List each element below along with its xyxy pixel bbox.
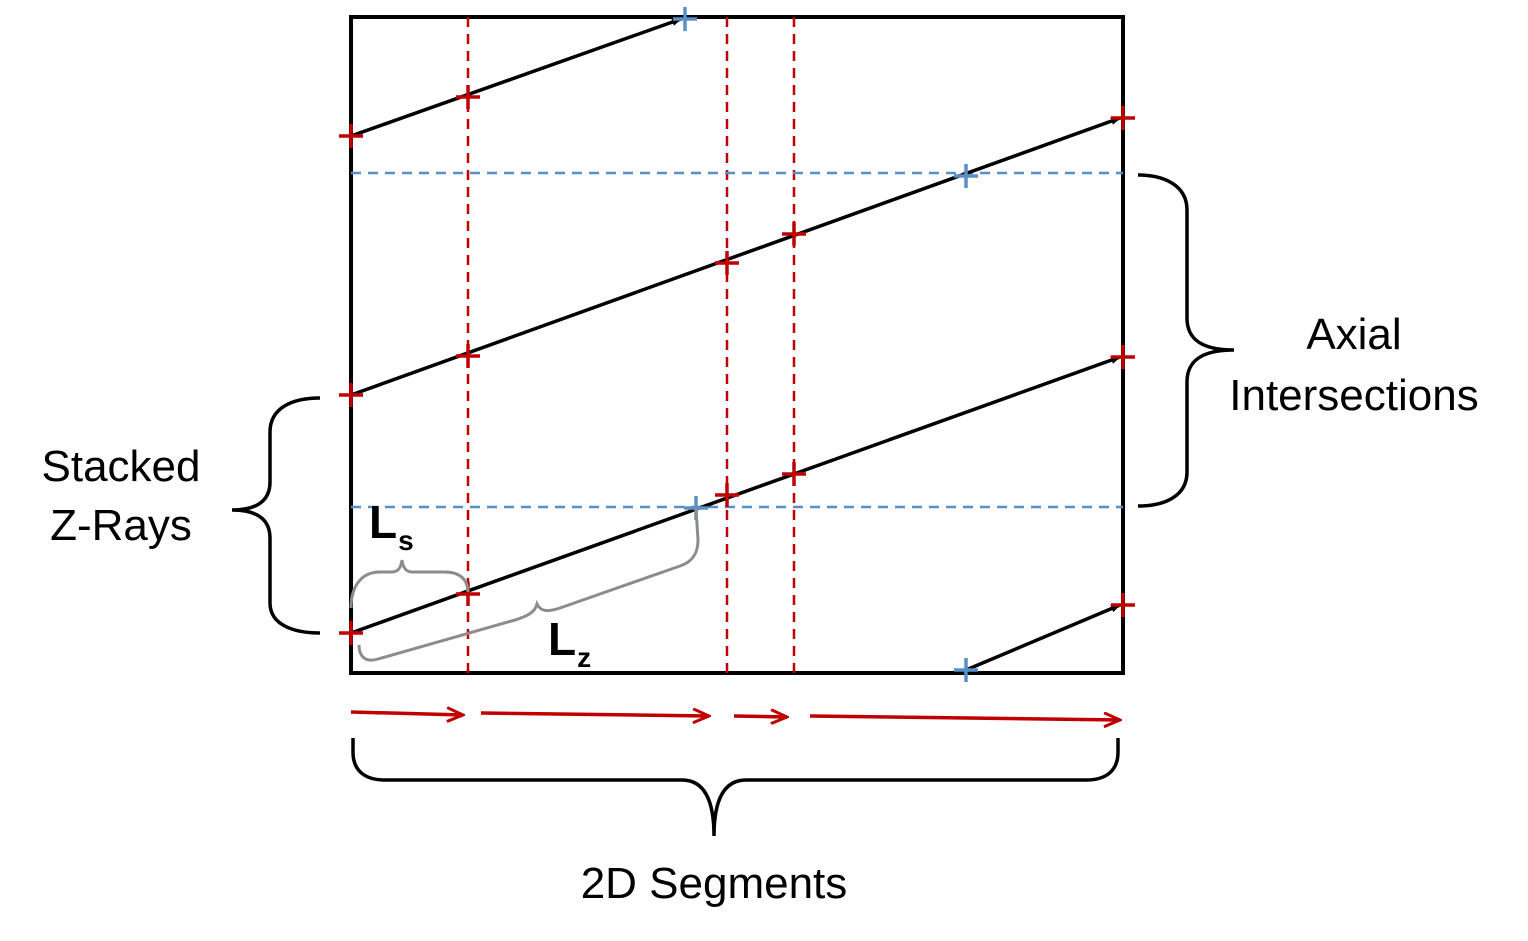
axial-label-line2: Intersections [1229, 371, 1478, 420]
blue-plus-marker-icon [954, 164, 978, 188]
red-plus-marker-icon [1111, 345, 1135, 369]
red-plus-marker-icon [715, 251, 739, 275]
lz-label: Lz [548, 613, 591, 673]
length-braces [349, 507, 700, 662]
radial-intersection-markers [339, 85, 1135, 645]
segment-arrow [480, 713, 709, 716]
lz-brace [357, 507, 700, 662]
axial-intersection-markers [673, 7, 978, 682]
red-plus-marker-icon [456, 344, 480, 368]
red-plus-marker-icon [456, 85, 480, 109]
stacked-label-line2: Z-Rays [50, 501, 192, 550]
blue-plus-marker-icon [954, 658, 978, 682]
ls-main: L [369, 496, 397, 548]
axial-intersections-brace [1137, 173, 1235, 508]
red-plus-marker-icon [1111, 106, 1135, 130]
blue-plus-marker-icon [673, 7, 697, 31]
red-plus-marker-icon [782, 462, 806, 486]
red-plus-marker-icon [339, 621, 363, 645]
z-ray [350, 116, 1121, 397]
stacked-label-line1: Stacked [42, 442, 201, 491]
ls-subscript: s [398, 525, 414, 556]
segments-brace [351, 738, 1120, 837]
red-plus-marker-icon [1111, 593, 1135, 617]
z-ray [350, 17, 682, 138]
ls-label: Ls [369, 496, 414, 556]
axial-label-line1: Axial [1306, 310, 1401, 359]
red-plus-marker-icon [782, 222, 806, 246]
red-plus-marker-icon [339, 124, 363, 148]
segment-arrow [809, 716, 1120, 720]
axial-boundaries [351, 171, 1123, 509]
z-rays [350, 17, 1121, 672]
stacked-z-rays-brace [231, 396, 321, 635]
ls-brace [349, 559, 470, 609]
red-plus-marker-icon [715, 483, 739, 507]
segment-arrow [733, 716, 787, 717]
segment-arrow [350, 712, 463, 715]
lz-main: L [548, 613, 576, 665]
side-braces [231, 173, 1235, 837]
lz-subscript: z [577, 642, 591, 673]
red-plus-marker-icon [339, 383, 363, 407]
segment-arrows [350, 712, 1120, 720]
z-ray [965, 603, 1121, 672]
segments-label: 2D Segments [581, 859, 848, 908]
